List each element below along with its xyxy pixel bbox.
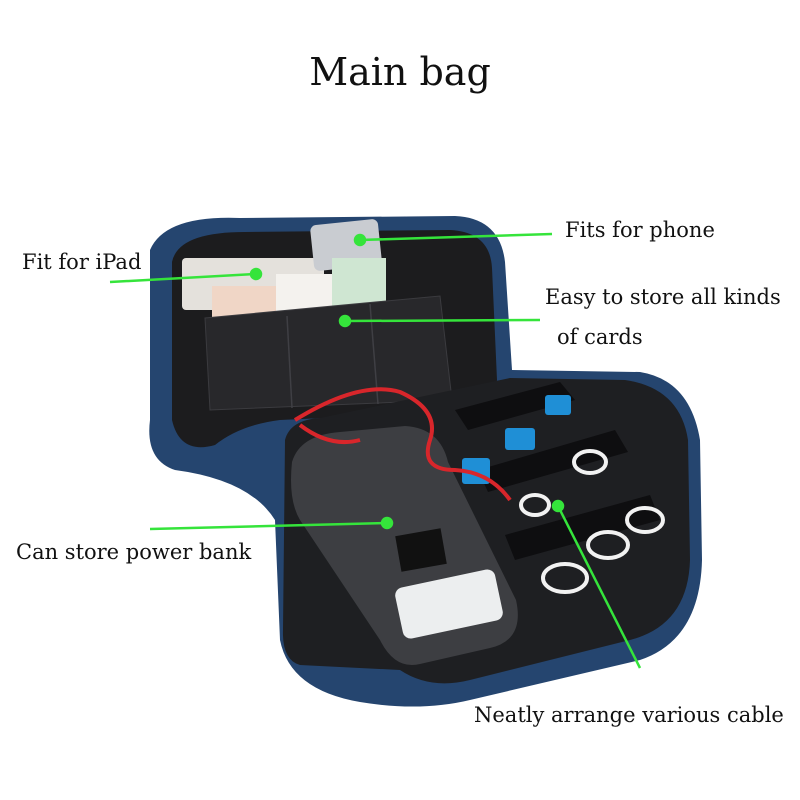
- velcro-patch: [395, 528, 447, 572]
- red-cable: [293, 387, 512, 502]
- label-cards-line-2: of cards: [557, 325, 643, 349]
- page-title: Main bag: [309, 50, 491, 94]
- label-fits-for-phone: Fits for phone: [565, 218, 715, 242]
- connector-blue: [505, 428, 535, 450]
- phone-shape: [310, 219, 382, 271]
- label-cable: Neatly arrange various cable: [474, 703, 784, 727]
- connector-blue: [545, 395, 571, 415]
- label-cards-line-1: Easy to store all kinds: [545, 285, 781, 309]
- label-fit-for-ipad: Fit for iPad: [22, 250, 142, 274]
- pointer-lines: [109, 232, 642, 669]
- white-cable-coils: [519, 449, 665, 594]
- power-bank-shape: [395, 569, 503, 639]
- label-power-bank: Can store power bank: [16, 540, 252, 564]
